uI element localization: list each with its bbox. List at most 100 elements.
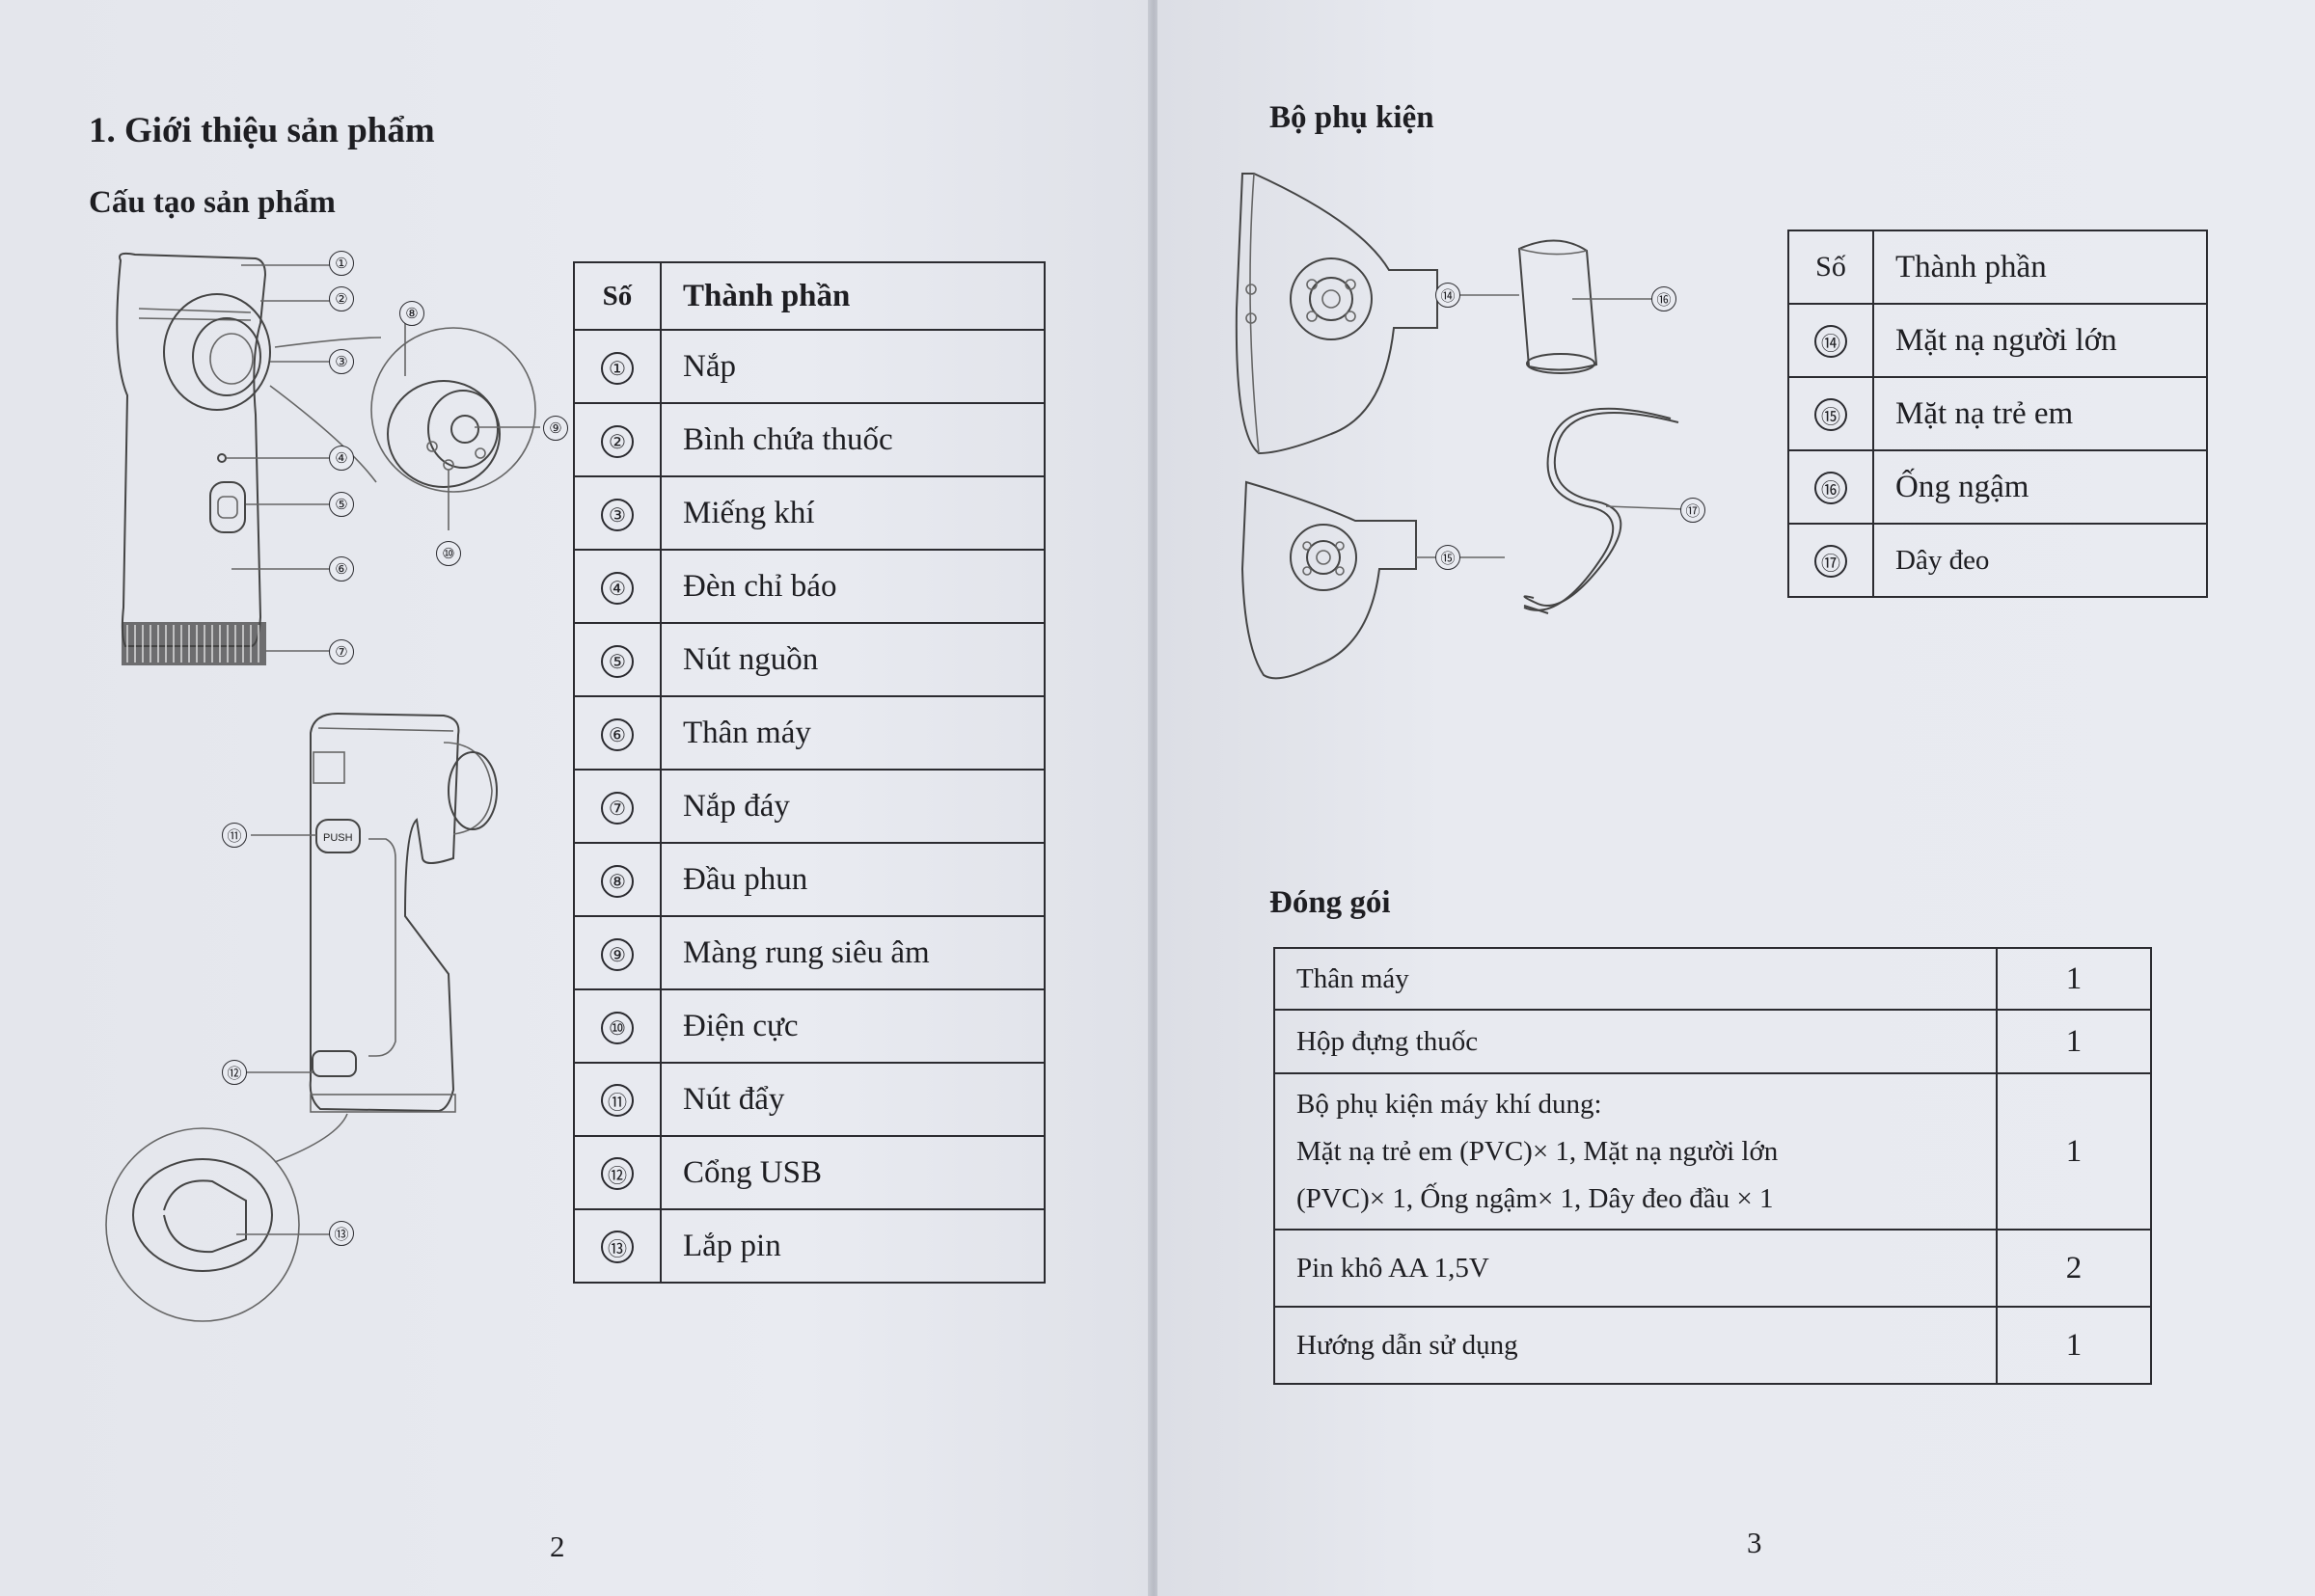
push-label: PUSH <box>323 832 353 844</box>
row-number: ⑦ <box>601 792 634 825</box>
table-row: Hướng dẫn sử dụng 1 <box>1273 1306 2152 1385</box>
table-row: Thân máy 1 <box>1273 947 2152 1011</box>
row-number: ⑯ <box>1814 472 1847 504</box>
row-number: ⑰ <box>1814 545 1847 578</box>
package-item: Hộp đựng thuốc <box>1273 1009 1998 1074</box>
package-item-line: Bộ phụ kiện máy khí dung: <box>1296 1088 1602 1120</box>
diagram-label-14: ⑭ <box>1435 283 1460 308</box>
diagram-label-12: ⑫ <box>222 1060 247 1085</box>
row-name: Bình chứa thuốc <box>660 402 1046 477</box>
table-row: ⑭ Mặt nạ người lớn <box>1787 303 2208 378</box>
row-name: Đèn chỉ báo <box>660 549 1046 624</box>
row-number: ④ <box>601 572 634 606</box>
row-name: Dây đeo <box>1872 523 2208 598</box>
table-row: ⑬ Lắp pin <box>573 1208 1046 1284</box>
table-header-row: Số Thành phần <box>1787 230 2208 305</box>
diagram-label-13: ⑬ <box>329 1221 354 1246</box>
package-item: Bộ phụ kiện máy khí dung: Mặt nạ trẻ em … <box>1273 1072 1998 1231</box>
package-item: Pin khô AA 1,5V <box>1273 1229 1998 1308</box>
table-row: ⑤ Nút nguồn <box>573 622 1046 697</box>
diagram-label-8: ⑧ <box>399 301 424 326</box>
package-qty: 1 <box>1996 947 2152 1011</box>
table-row: ⑦ Nắp đáy <box>573 769 1046 844</box>
row-number: ⑥ <box>601 718 634 752</box>
device-diagram: PUSH <box>105 252 540 1322</box>
accessories-diagram <box>1235 173 1684 680</box>
table-row: ⑧ Đầu phun <box>573 842 1046 917</box>
row-name: Mặt nạ trẻ em <box>1872 376 2208 451</box>
package-item: Hướng dẫn sử dụng <box>1273 1306 1998 1385</box>
row-number: ⑫ <box>601 1157 634 1190</box>
table-row: ⑥ Thân máy <box>573 695 1046 771</box>
diagram-label-3: ③ <box>329 349 354 374</box>
diagram-label-15: ⑮ <box>1435 545 1460 570</box>
diagram-label-10: ⑩ <box>436 541 461 566</box>
package-qty: 1 <box>1996 1072 2152 1231</box>
row-number: ⑩ <box>601 1012 634 1045</box>
table-row: Bộ phụ kiện máy khí dung: Mặt nạ trẻ em … <box>1273 1072 2152 1231</box>
right-page: Bộ phụ kiện ⑭ ⑮ ⑯ ⑰ Số <box>1158 0 2315 1596</box>
header-component: Thành phần <box>660 261 1046 331</box>
table-row: ③ Miếng khí <box>573 475 1046 551</box>
diagram-label-5: ⑤ <box>329 492 354 517</box>
row-number: ⑭ <box>1814 325 1847 358</box>
diagram-label-16: ⑯ <box>1651 286 1676 311</box>
page-number-left: 2 <box>550 1529 565 1563</box>
package-qty: 1 <box>1996 1009 2152 1074</box>
row-name: Nắp đáy <box>660 769 1046 844</box>
row-number: ⑬ <box>601 1231 634 1263</box>
package-item-line: Mặt nạ trẻ em (PVC)× 1, Mặt nạ người lớn <box>1296 1135 1779 1167</box>
table-row: ① Nắp <box>573 329 1046 404</box>
row-name: Nắp <box>660 329 1046 404</box>
row-name: Miếng khí <box>660 475 1046 551</box>
diagram-label-4: ④ <box>329 446 354 471</box>
row-number: ⑪ <box>601 1084 634 1117</box>
table-row: ④ Đèn chỉ báo <box>573 549 1046 624</box>
table-row: ⑪ Nút đẩy <box>573 1062 1046 1137</box>
diagram-label-2: ② <box>329 286 354 311</box>
components-table: Số Thành phần ① Nắp ② Bình chứa thuốc ③ Miế… <box>573 261 1046 1284</box>
diagram-label-17: ⑰ <box>1680 498 1705 523</box>
row-name: Màng rung siêu âm <box>660 915 1046 990</box>
row-number: ① <box>601 352 634 386</box>
row-name: Nút đẩy <box>660 1062 1046 1137</box>
row-name: Lắp pin <box>660 1208 1046 1284</box>
left-page: 1. Giới thiệu sản phẩm Cấu tạo sản phẩm <box>0 0 1150 1596</box>
table-row: Pin khô AA 1,5V 2 <box>1273 1229 2152 1308</box>
row-name: Nút nguồn <box>660 622 1046 697</box>
packaging-title: Đóng gói <box>1269 885 1391 920</box>
table-row: ⑮ Mặt nạ trẻ em <box>1787 376 2208 451</box>
table-row: Hộp đựng thuốc 1 <box>1273 1009 2152 1074</box>
diagram-label-9: ⑨ <box>543 416 568 441</box>
packaging-table: Thân máy 1 Hộp đựng thuốc 1 Bộ phụ kiện … <box>1273 947 2152 1385</box>
header-number: Số <box>573 261 662 331</box>
row-name: Thân máy <box>660 695 1046 771</box>
subtitle: Cấu tạo sản phẩm <box>89 185 336 220</box>
accessories-title: Bộ phụ kiện <box>1269 100 1434 135</box>
diagram-label-11: ⑪ <box>222 823 247 848</box>
book-gutter <box>1148 0 1159 1596</box>
table-header-row: Số Thành phần <box>573 261 1046 331</box>
diagram-label-6: ⑥ <box>329 556 354 582</box>
section-title: 1. Giới thiệu sản phẩm <box>89 111 435 150</box>
row-number: ② <box>601 425 634 459</box>
table-row: ⑨ Màng rung siêu âm <box>573 915 1046 990</box>
row-number: ⑮ <box>1814 398 1847 431</box>
diagram-label-7: ⑦ <box>329 639 354 664</box>
header-component: Thành phần <box>1872 230 2208 305</box>
row-name: Mặt nạ người lớn <box>1872 303 2208 378</box>
row-number: ③ <box>601 499 634 532</box>
row-name: Đầu phun <box>660 842 1046 917</box>
accessory-table: Số Thành phần ⑭ Mặt nạ người lớn ⑮ Mặt nạ … <box>1787 230 2208 598</box>
row-number: ⑤ <box>601 645 634 679</box>
row-number: ⑧ <box>601 865 634 899</box>
package-qty: 2 <box>1996 1229 2152 1308</box>
table-row: ② Bình chứa thuốc <box>573 402 1046 477</box>
row-number: ⑨ <box>601 938 634 972</box>
page-number-right: 3 <box>1747 1526 1762 1559</box>
table-row: ⑰ Dây đeo <box>1787 523 2208 598</box>
diagram-label-1: ① <box>329 251 354 276</box>
